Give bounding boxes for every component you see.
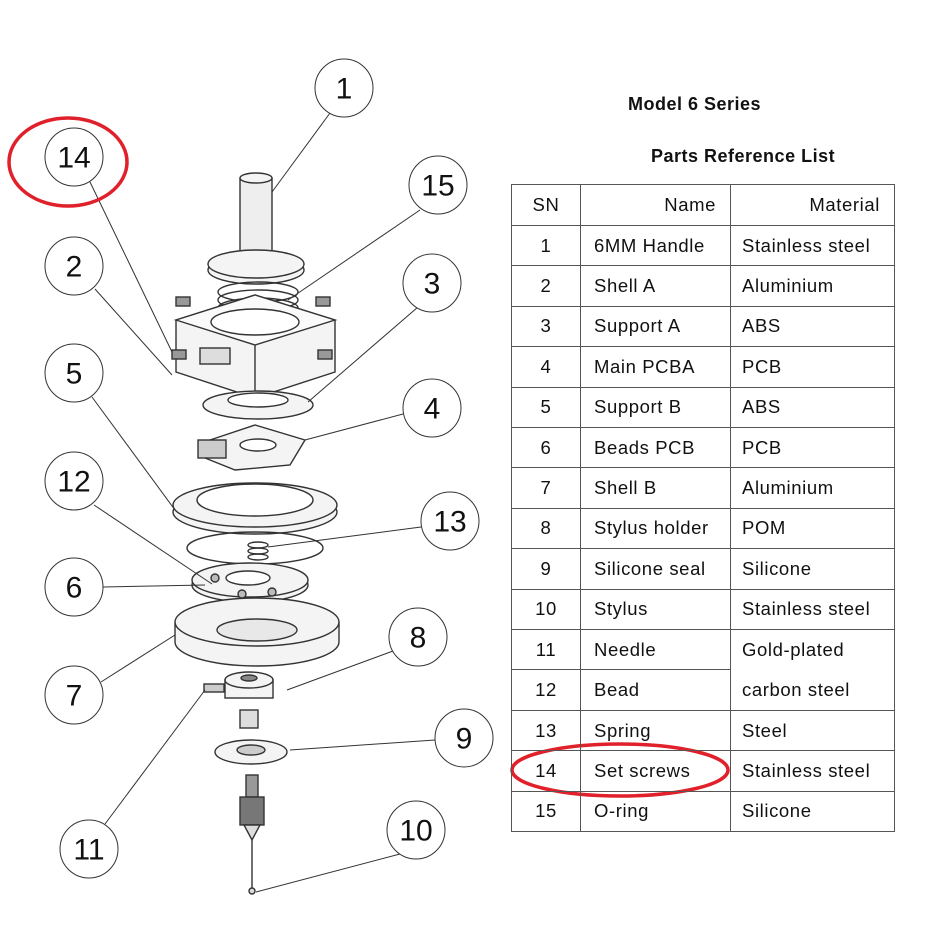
cell-name: Needle [580, 628, 731, 671]
cell-material: PCB [730, 346, 895, 388]
part-main-pcba [197, 424, 307, 471]
cell-material: Stainless steel [730, 750, 895, 792]
material-line: Gold-plated [742, 638, 845, 660]
column-header-material: Material [730, 184, 895, 226]
cell-sn: 13 [511, 709, 581, 752]
part-spring [186, 531, 324, 565]
cell-material: ABS [730, 386, 895, 428]
cell-sn: 9 [511, 548, 581, 590]
cell-sn: 7 [511, 467, 581, 509]
cell-name: Beads PCB [580, 426, 731, 469]
cell-name: Shell B [580, 467, 731, 509]
cell-sn: 12 [511, 669, 581, 711]
cell-sn: 3 [511, 305, 581, 348]
part-stylus [239, 774, 265, 895]
cell-name: Stylus [580, 588, 731, 630]
part-set-screws [171, 296, 333, 360]
cell-sn: 1 [511, 224, 581, 267]
cell-sn: 14 [511, 750, 581, 792]
table-header-row: SN Name Material [511, 184, 895, 226]
part-silicone-seal [214, 739, 288, 765]
cell-material: Gold-plated carbon steel [730, 628, 895, 711]
cell-name: Support B [580, 386, 731, 428]
cell-sn: 10 [511, 588, 581, 630]
part-support-a [202, 390, 314, 420]
cell-material: POM [730, 507, 895, 550]
part-beads-pcb [191, 562, 309, 603]
cell-material: Stainless steel [730, 224, 895, 267]
cell-name: Set screws [580, 750, 731, 792]
part-handle [207, 172, 305, 285]
leader-lines [89, 112, 436, 893]
cell-material: PCB [730, 426, 895, 469]
cell-name: Silicone seal [580, 548, 731, 590]
cell-sn: 15 [511, 790, 581, 833]
cell-sn: 5 [511, 386, 581, 428]
cell-name: 6MM Handle [580, 224, 731, 267]
column-header-name: Name [580, 184, 731, 226]
cell-material: ABS [730, 305, 895, 348]
cell-sn: 6 [511, 426, 581, 469]
parts-list-title: Parts Reference List [651, 146, 836, 166]
parts [171, 172, 340, 895]
material-line: carbon steel [742, 678, 850, 700]
cell-material: Steel [730, 709, 895, 752]
column-header-sn: SN [511, 184, 581, 226]
cell-name: Stylus holder [580, 507, 731, 550]
cell-sn: 11 [511, 628, 581, 671]
cell-name: Main PCBA [580, 346, 731, 388]
part-support-b [172, 482, 338, 535]
cell-name: Spring [580, 709, 731, 752]
cell-sn: 8 [511, 507, 581, 550]
part-stylus-holder [203, 671, 274, 729]
cell-material: Stainless steel [730, 588, 895, 630]
cell-material: Silicone [730, 548, 895, 590]
cell-name: Shell A [580, 265, 731, 307]
part-shell-a [173, 294, 338, 399]
model-title: Model 6 Series [628, 94, 762, 114]
cell-material: Aluminium [730, 467, 895, 509]
cell-material: Aluminium [730, 265, 895, 307]
part-shell-b [174, 597, 340, 667]
cell-sn: 4 [511, 346, 581, 388]
cell-name: Bead [580, 669, 731, 711]
cell-name: O-ring [580, 790, 731, 833]
cell-name: Support A [580, 305, 731, 348]
cell-sn: 2 [511, 265, 581, 307]
cell-material: Silicone [730, 790, 895, 833]
